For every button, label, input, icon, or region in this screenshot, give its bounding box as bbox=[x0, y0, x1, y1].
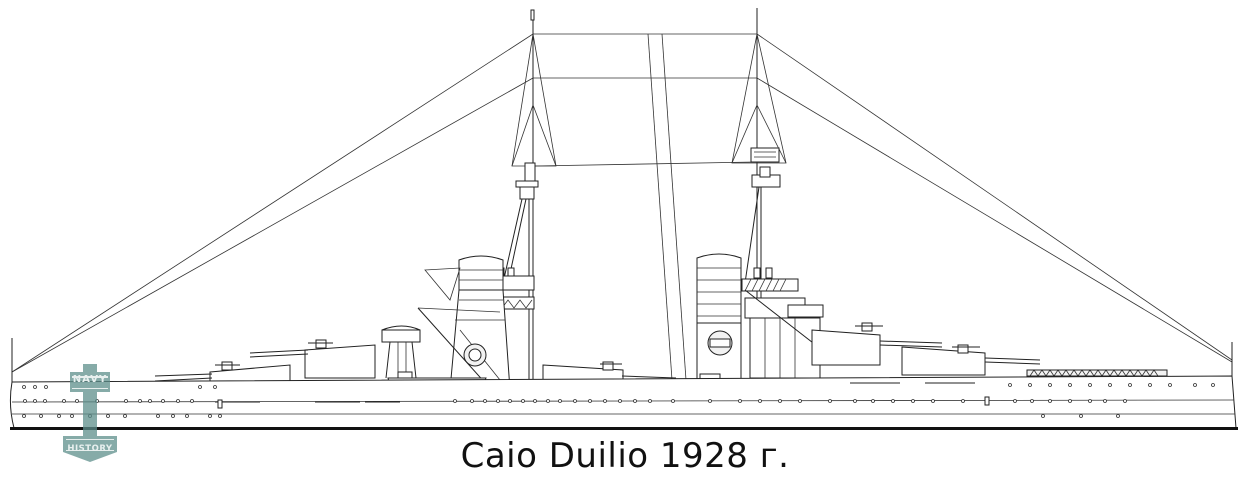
main-turrets bbox=[154, 322, 1041, 386]
fore-funnel bbox=[417, 255, 511, 391]
hull bbox=[9, 338, 1238, 430]
navy-history-logo bbox=[63, 364, 117, 462]
watermark-bottom-text: HISTORY bbox=[67, 444, 113, 454]
watermark-top-text: NAVY bbox=[72, 374, 108, 385]
aft-funnel bbox=[696, 253, 742, 384]
main-mast bbox=[731, 8, 799, 390]
rigging bbox=[11, 33, 1233, 381]
aft-superstructure bbox=[744, 289, 836, 401]
drawing-caption: Caio Duilio 1928 г. bbox=[460, 436, 790, 476]
fore-superstructure bbox=[381, 325, 421, 379]
